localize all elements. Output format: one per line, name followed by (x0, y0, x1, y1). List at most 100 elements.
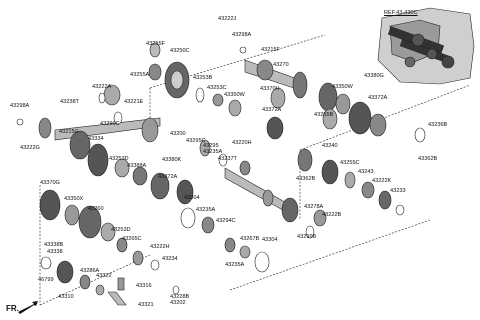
part-label-43295[interactable]: 43295 (203, 143, 219, 149)
synchro-43372a-r-icon (348, 101, 372, 135)
part-label-43334[interactable]: 43334 (88, 136, 104, 142)
bearing-43350x-icon (64, 204, 80, 226)
part-label-43362b-right[interactable]: 43362B (418, 156, 438, 162)
part-label-43372a-bottom[interactable]: 43372A (158, 174, 178, 180)
part-label-43235a-mid[interactable]: 43235A (196, 207, 216, 213)
part-label-43253d-bottom[interactable]: 43253D (111, 227, 131, 233)
part-label-43233[interactable]: 43233 (390, 188, 406, 194)
part-label-43372a-mid[interactable]: 43372A (262, 107, 282, 113)
part-label-43270[interactable]: 43270 (273, 62, 289, 68)
part-label-43322[interactable]: 43322 (96, 273, 112, 279)
front-direction-label: FR. (6, 304, 19, 313)
gear-43260-icon (78, 205, 102, 239)
part-label-43253d-top[interactable]: 43253D (109, 156, 129, 162)
part-label-43370g[interactable]: 43370G (40, 180, 60, 186)
bearing-43222h-icon (132, 250, 144, 266)
part-label-43200[interactable]: 43200 (170, 131, 186, 137)
front-direction-arrow-icon (18, 301, 38, 314)
part-label-43267b[interactable]: 43267B (240, 236, 260, 242)
part-label-43222j[interactable]: 43222J (218, 16, 237, 22)
part-label-43222g[interactable]: 43222G (20, 145, 40, 151)
shaft-43220h-icon (224, 167, 291, 215)
part-label-43237t[interactable]: 43237T (218, 156, 237, 162)
part-label-43338[interactable]: 43338 (47, 249, 63, 255)
part-label-43255f[interactable]: 43255F (146, 41, 165, 47)
part-label-43370h[interactable]: 43370H (260, 86, 280, 92)
ref-label[interactable]: REF.43-430C (384, 10, 418, 16)
part-label-43255c[interactable]: 43255C (340, 160, 360, 166)
part-label-43290c[interactable]: 43290C (100, 121, 120, 127)
bearing-43286a-icon (79, 274, 91, 290)
part-label-43238t[interactable]: 43238T (60, 99, 79, 105)
part-label-43298a[interactable]: 43298A (232, 32, 252, 38)
part-label-43299b[interactable]: 43299B (297, 234, 317, 240)
part-label-43316[interactable]: 43316 (136, 283, 152, 289)
washer-43234-icon (150, 259, 160, 271)
part-label-43298a-left[interactable]: 43298A (10, 103, 30, 109)
bearing-43222k-icon (378, 190, 392, 210)
bearing-43267b-icon (239, 245, 251, 259)
part-label-43250c[interactable]: 43250C (170, 48, 190, 54)
gear-43370g-icon (39, 189, 61, 221)
collar-43322-icon (95, 284, 105, 296)
part-label-43240[interactable]: 43240 (322, 143, 338, 149)
part-label-43372a-right[interactable]: 43372A (368, 95, 388, 101)
part-label-43222a[interactable]: 43222A (92, 84, 112, 90)
part-label-43253c[interactable]: 43253C (207, 85, 227, 91)
collar-43255c-icon (344, 171, 356, 189)
collar-43200-icon (199, 139, 211, 157)
part-label-43260[interactable]: 43260 (88, 206, 104, 212)
washer-43235a-icon (239, 160, 251, 176)
part-label-43304-top[interactable]: 43304 (184, 195, 200, 201)
part-label-43321[interactable]: 43321 (138, 302, 154, 308)
part-label-43294c[interactable]: 43294C (216, 218, 236, 224)
part-label-43222b[interactable]: 43222B (322, 212, 342, 218)
lever-43321-icon (107, 291, 127, 306)
part-label-43286a[interactable]: 43286A (80, 268, 100, 274)
part-label-43253b[interactable]: 43253B (193, 75, 213, 81)
part-label-43222k[interactable]: 43222K (372, 178, 392, 184)
part-label-43380k[interactable]: 43380K (162, 157, 182, 163)
part-label-46799[interactable]: 46799 (38, 277, 54, 283)
part-label-43295c[interactable]: 43295C (186, 138, 206, 144)
synchro-43380k-icon (150, 172, 170, 200)
part-label-43255b[interactable]: 43255B (314, 112, 334, 118)
part-label-43220h[interactable]: 43220H (232, 140, 252, 146)
part-label-43235a-bottom[interactable]: 43235A (225, 262, 245, 268)
washer-43290c-icon (113, 111, 123, 125)
part-label-43380g[interactable]: 43380G (364, 73, 384, 79)
part-label-43362b-left[interactable]: 43362B (296, 176, 316, 182)
collar-43253c-icon (212, 93, 224, 107)
part-label-43215g[interactable]: 43215G (59, 129, 79, 135)
part-label-43235a-top[interactable]: 43235A (203, 149, 223, 155)
ring-43304-b-icon (254, 251, 270, 273)
part-label-43350w-right[interactable]: 43350W (332, 84, 353, 90)
guide-line-upper (149, 34, 326, 89)
ring-43236b-icon (414, 127, 426, 143)
part-label-43222h[interactable]: 43222H (150, 244, 170, 250)
part-label-43255a[interactable]: 43255A (130, 72, 150, 78)
part-label-43215f[interactable]: 43215F (261, 47, 280, 53)
part-label-43202[interactable]: 43202 (170, 300, 186, 306)
part-label-43234[interactable]: 43234 (162, 256, 178, 262)
part-label-43221e[interactable]: 43221E (124, 99, 144, 105)
part-label-43388a[interactable]: 43388A (127, 163, 147, 169)
snap-ring-43298a-icon (239, 46, 247, 54)
part-label-43338b[interactable]: 43338B (44, 242, 64, 248)
part-label-43310[interactable]: 43310 (58, 294, 74, 300)
part-label-43228b[interactable]: 43228B (170, 294, 190, 300)
ring-43304-icon (180, 207, 196, 229)
collar-43253d-icon (114, 158, 130, 178)
part-label-43243[interactable]: 43243 (358, 169, 374, 175)
guide-line-right (299, 84, 471, 151)
ring-43228b-icon (172, 285, 180, 295)
part-label-43236b[interactable]: 43236B (428, 122, 448, 128)
part-label-43304-bottom[interactable]: 43304 (262, 237, 278, 243)
part-label-43350x[interactable]: 43350X (64, 196, 84, 202)
part-label-43278a[interactable]: 43278A (304, 204, 324, 210)
part-label-43265c[interactable]: 43265C (122, 236, 142, 242)
bearing-43388a-icon (132, 166, 148, 186)
part-label-43350w-mid[interactable]: 43350W (224, 92, 245, 98)
